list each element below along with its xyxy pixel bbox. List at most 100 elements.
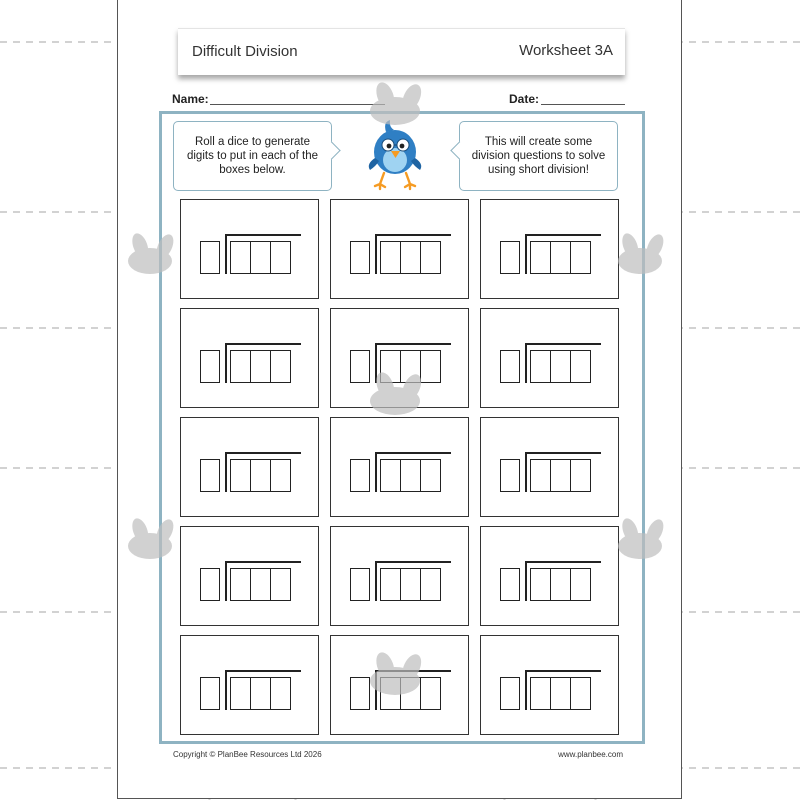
- digit-box[interactable]: [420, 459, 441, 492]
- dividend-digits: [530, 677, 591, 710]
- digit-box[interactable]: [550, 350, 571, 383]
- dividend-digits: [230, 241, 291, 274]
- digit-box[interactable]: [380, 568, 401, 601]
- digit-box[interactable]: [400, 677, 421, 710]
- division-bracket: [225, 452, 301, 492]
- speech-bubble-right: This will create some division questions…: [459, 121, 618, 191]
- digit-box[interactable]: [380, 459, 401, 492]
- digit-box[interactable]: [250, 568, 271, 601]
- name-line[interactable]: [210, 104, 385, 105]
- divisor-box[interactable]: [500, 459, 520, 492]
- digit-box[interactable]: [550, 568, 571, 601]
- worksheet-title: Difficult Division: [192, 43, 298, 60]
- digit-box[interactable]: [250, 459, 271, 492]
- dividend-digits: [380, 677, 441, 710]
- digit-box[interactable]: [420, 241, 441, 274]
- digit-box[interactable]: [250, 677, 271, 710]
- digit-box[interactable]: [400, 350, 421, 383]
- divisor-box[interactable]: [500, 350, 520, 383]
- divisor-box[interactable]: [350, 241, 370, 274]
- divisor-box[interactable]: [500, 568, 520, 601]
- digit-box[interactable]: [270, 350, 291, 383]
- divisor-box[interactable]: [200, 568, 220, 601]
- digit-box[interactable]: [230, 568, 251, 601]
- digit-box[interactable]: [530, 677, 551, 710]
- dividend-digits: [380, 568, 441, 601]
- digit-box[interactable]: [270, 241, 291, 274]
- digit-box[interactable]: [270, 568, 291, 601]
- division-bracket: [375, 452, 451, 492]
- division-problem-card: [330, 526, 469, 626]
- digit-box[interactable]: [380, 677, 401, 710]
- worksheet-page: Difficult Division Worksheet 3A Name: Da…: [117, 0, 682, 799]
- divisor-box[interactable]: [200, 459, 220, 492]
- division-bracket: [525, 670, 601, 710]
- division-bracket: [525, 561, 601, 601]
- digit-box[interactable]: [270, 677, 291, 710]
- digit-box[interactable]: [570, 677, 591, 710]
- dividend-digits: [380, 350, 441, 383]
- divisor-box[interactable]: [200, 350, 220, 383]
- digit-box[interactable]: [420, 568, 441, 601]
- division-problem-card: [330, 308, 469, 408]
- division-problem-card: [480, 308, 619, 408]
- dividend-digits: [380, 241, 441, 274]
- website-text: www.planbee.com: [558, 750, 623, 759]
- division-problem-card: [180, 308, 319, 408]
- digit-box[interactable]: [230, 677, 251, 710]
- division-problem-card: [180, 526, 319, 626]
- digit-box[interactable]: [570, 568, 591, 601]
- digit-box[interactable]: [250, 350, 271, 383]
- digit-box[interactable]: [230, 241, 251, 274]
- digit-box[interactable]: [270, 459, 291, 492]
- dividend-digits: [530, 241, 591, 274]
- divisor-box[interactable]: [350, 350, 370, 383]
- date-line[interactable]: [541, 104, 625, 105]
- division-problem-card: [180, 417, 319, 517]
- digit-box[interactable]: [570, 241, 591, 274]
- digit-box[interactable]: [400, 459, 421, 492]
- division-bracket: [225, 561, 301, 601]
- divisor-box[interactable]: [500, 241, 520, 274]
- divisor-box[interactable]: [350, 568, 370, 601]
- divisor-box[interactable]: [200, 677, 220, 710]
- divisor-box[interactable]: [350, 459, 370, 492]
- dividend-digits: [230, 677, 291, 710]
- digit-box[interactable]: [550, 241, 571, 274]
- division-problem-card: [180, 635, 319, 735]
- dividend-digits: [530, 568, 591, 601]
- divisor-box[interactable]: [350, 677, 370, 710]
- division-problem-card: [330, 417, 469, 517]
- digit-box[interactable]: [530, 350, 551, 383]
- digit-box[interactable]: [380, 241, 401, 274]
- division-problem-card: [480, 199, 619, 299]
- digit-box[interactable]: [230, 350, 251, 383]
- digit-box[interactable]: [530, 568, 551, 601]
- digit-box[interactable]: [230, 459, 251, 492]
- instruction-text-2: This will create some division questions…: [471, 136, 606, 176]
- division-problem-card: [180, 199, 319, 299]
- dividend-digits: [230, 459, 291, 492]
- digit-box[interactable]: [250, 241, 271, 274]
- divisor-box[interactable]: [500, 677, 520, 710]
- worksheet-number: Worksheet 3A: [519, 42, 613, 59]
- division-problem-card: [330, 635, 469, 735]
- dividend-digits: [530, 350, 591, 383]
- digit-box[interactable]: [550, 677, 571, 710]
- division-bracket: [225, 343, 301, 383]
- digit-box[interactable]: [400, 568, 421, 601]
- digit-box[interactable]: [570, 350, 591, 383]
- division-bracket: [525, 452, 601, 492]
- digit-box[interactable]: [530, 459, 551, 492]
- dividend-digits: [230, 350, 291, 383]
- division-problem-card: [480, 526, 619, 626]
- digit-box[interactable]: [570, 459, 591, 492]
- digit-box[interactable]: [380, 350, 401, 383]
- digit-box[interactable]: [420, 677, 441, 710]
- digit-box[interactable]: [530, 241, 551, 274]
- date-label: Date:: [509, 92, 540, 106]
- digit-box[interactable]: [420, 350, 441, 383]
- divisor-box[interactable]: [200, 241, 220, 274]
- digit-box[interactable]: [400, 241, 421, 274]
- digit-box[interactable]: [550, 459, 571, 492]
